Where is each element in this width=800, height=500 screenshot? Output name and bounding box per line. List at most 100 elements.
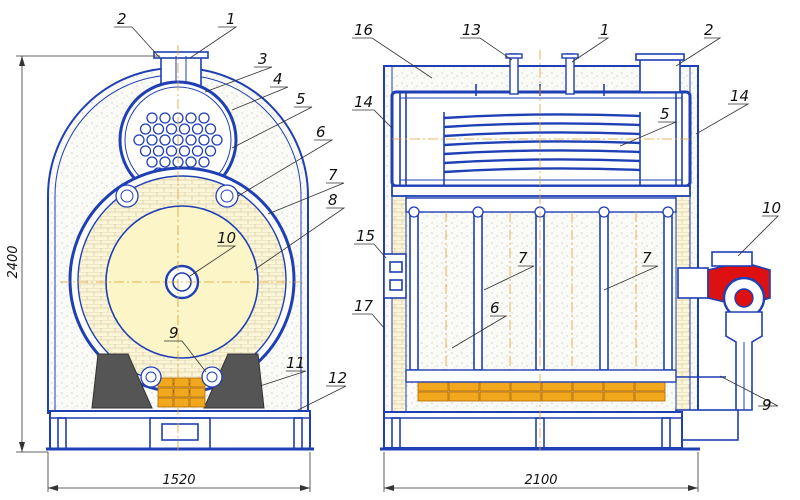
- label-9: 9: [169, 324, 179, 342]
- fire-tube: [165, 123, 178, 135]
- label-13: 13: [462, 21, 481, 39]
- dim-front-width: 1520: [162, 473, 195, 488]
- side-callouts: 16 13 1 2 14 5 14 15 7 7 6 10 17: [352, 21, 781, 414]
- grate-brick: [541, 381, 573, 392]
- fire-tube: [198, 134, 210, 146]
- fire-tube: [204, 145, 217, 157]
- label-14-left: 14: [354, 93, 373, 111]
- label-17: 17: [354, 297, 374, 315]
- riser-tube: [599, 211, 609, 371]
- label-9-side: 9: [762, 396, 772, 414]
- riser-tube: [663, 211, 673, 371]
- label-3: 3: [258, 50, 268, 68]
- fire-tube: [159, 156, 171, 168]
- label-7-a: 7: [518, 249, 528, 267]
- grate-brick: [572, 381, 604, 392]
- grate-brick: [479, 381, 511, 392]
- label-7: 7: [328, 166, 338, 184]
- inspection-door: [383, 253, 407, 299]
- coil-tube: [443, 131, 641, 138]
- label-11: 11: [286, 354, 305, 372]
- label-10: 10: [217, 229, 236, 247]
- grate-brick: [634, 391, 666, 402]
- grate-brick: [541, 391, 573, 402]
- grate-brick: [603, 391, 635, 402]
- coil-tube: [443, 113, 641, 120]
- front-callouts: 1 2 3 4 5 6 7 8 9 10 11 12: [114, 10, 347, 411]
- grate-brick: [173, 387, 190, 398]
- side-view: 2100 16 13 1 2 14 5 14 15 7 7 6 1: [352, 21, 781, 492]
- lower-right-header: [201, 366, 223, 388]
- fire-tube: [152, 123, 165, 135]
- fire-tube: [211, 134, 223, 146]
- label-10-side: 10: [762, 199, 781, 217]
- coil-tubes: [443, 112, 641, 186]
- label-12: 12: [328, 369, 347, 387]
- fire-tube: [133, 134, 145, 146]
- fire-tube: [139, 123, 152, 135]
- fire-tube: [191, 145, 204, 157]
- fire-tube: [152, 145, 165, 157]
- grate-brick: [634, 381, 666, 392]
- fire-tube: [165, 145, 178, 157]
- fire-tube: [139, 145, 152, 157]
- fire-tube: [159, 112, 171, 124]
- side-outlet-nozzle: [639, 57, 681, 93]
- grate-brick: [157, 397, 174, 408]
- grate-brick: [417, 381, 449, 392]
- dim-side-width: 2100: [524, 473, 557, 488]
- fire-tube: [146, 156, 158, 168]
- label-1: 1: [226, 10, 236, 28]
- front-base-frame: [49, 410, 311, 450]
- fire-tube: [185, 156, 197, 168]
- fire-tube: [146, 112, 158, 124]
- label-8: 8: [328, 191, 338, 209]
- grate-brick: [189, 397, 206, 408]
- fire-tube: [198, 112, 210, 124]
- label-6: 6: [316, 123, 326, 141]
- label-15: 15: [356, 227, 375, 245]
- fire-tube: [178, 145, 191, 157]
- right-header: [215, 184, 239, 208]
- grate-brick: [448, 391, 480, 402]
- fire-tube: [191, 123, 204, 135]
- label-6-side: 6: [490, 299, 500, 317]
- coil-tube: [443, 158, 641, 165]
- fire-tube: [185, 112, 197, 124]
- dim-height: 2400: [6, 245, 21, 278]
- fire-tube: [178, 123, 191, 135]
- label-5-side: 5: [660, 105, 670, 123]
- grate-brick: [603, 381, 635, 392]
- front-grate: [157, 377, 206, 408]
- label-4: 4: [273, 70, 283, 88]
- riser-tube: [409, 211, 419, 371]
- fire-tube: [204, 123, 217, 135]
- label-5: 5: [296, 90, 306, 108]
- grate-brick: [173, 397, 190, 408]
- fire-tube: [185, 134, 197, 146]
- label-2-side: 2: [704, 21, 714, 39]
- grate-brick: [510, 381, 542, 392]
- fire-tube: [198, 156, 210, 168]
- coil-tube: [443, 149, 641, 156]
- grate-brick: [189, 387, 206, 398]
- grate-brick: [157, 387, 174, 398]
- coil-tube: [443, 122, 641, 129]
- burner: [677, 251, 771, 320]
- label-7-b: 7: [642, 249, 652, 267]
- grate-brick: [448, 381, 480, 392]
- label-16: 16: [354, 21, 373, 39]
- fire-tube: [146, 134, 158, 146]
- fire-tube: [159, 134, 171, 146]
- coil-tube: [443, 167, 641, 174]
- grate-brick: [417, 391, 449, 402]
- grate-brick: [510, 391, 542, 402]
- front-view: 2400 1520 1 2 3 4 5 6 7 8 9 10: [6, 10, 347, 492]
- lower-left-header: [140, 366, 162, 388]
- grate-brick: [479, 391, 511, 402]
- grate-brick: [173, 377, 190, 388]
- label-1-side: 1: [600, 21, 610, 39]
- left-header: [115, 184, 139, 208]
- right-support: [203, 353, 265, 409]
